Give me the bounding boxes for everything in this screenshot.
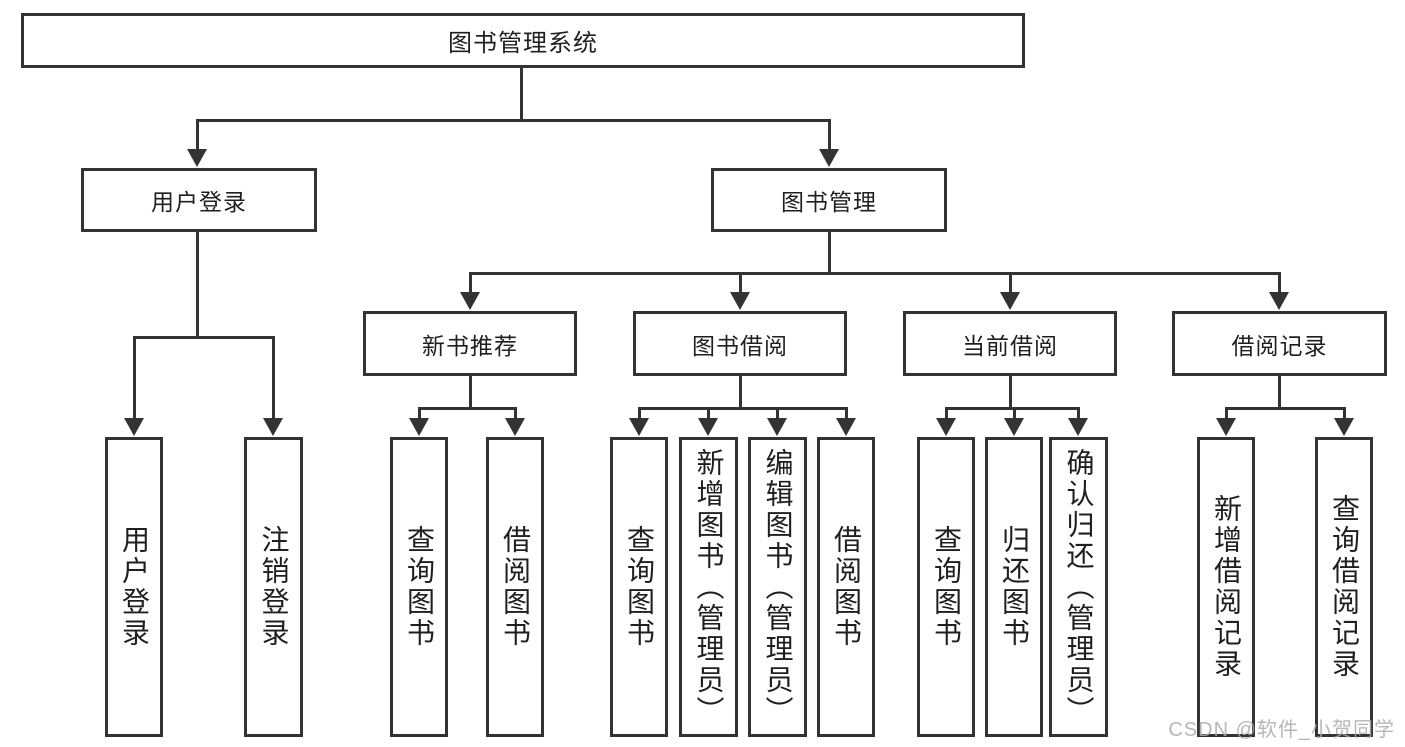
leaf-query-books: 查询图书: [390, 437, 448, 737]
connector-line: [845, 407, 848, 421]
leaf-label: 借阅图书: [831, 525, 862, 649]
arrow-down-icon: [1000, 292, 1020, 310]
leaf-return-books: 归还图书: [985, 437, 1043, 737]
connector-line: [1343, 407, 1346, 421]
leaf-logout: 注销登录: [244, 437, 303, 737]
connector-line: [1009, 272, 1012, 298]
connector-line: [418, 407, 517, 410]
node-borrow-records: 借阅记录: [1172, 311, 1387, 376]
connector-line: [828, 232, 831, 275]
leaf-query-books: 查询图书: [610, 437, 668, 737]
connector-line: [1077, 407, 1080, 421]
leaf-label: 查询图书: [624, 525, 655, 649]
node-label: 图书借阅: [692, 332, 788, 359]
leaf-label: 新增借阅记录: [1211, 494, 1242, 680]
connector-line: [520, 68, 523, 122]
leaf-borrow-books: 借阅图书: [486, 437, 544, 737]
connector-line: [196, 232, 199, 339]
node-label: 图书管理: [781, 189, 877, 215]
leaf-label: 借阅图书: [500, 525, 531, 649]
leaf-add-books-admin: 新增图书（管理员）: [679, 437, 738, 737]
arrow-down-icon: [836, 418, 856, 436]
node-label: 新书推荐: [422, 332, 518, 359]
connector-line: [469, 272, 472, 298]
leaf-label: 查询图书: [931, 525, 962, 649]
node-new-book-recommend: 新书推荐: [363, 311, 577, 376]
node-user-login: 用户登录: [81, 168, 317, 232]
connector-line: [133, 336, 136, 422]
node-current-borrow: 当前借阅: [903, 311, 1117, 376]
leaf-label: 编辑图书（管理员）: [762, 447, 794, 727]
arrow-down-icon: [1334, 418, 1354, 436]
connector-line: [945, 407, 948, 421]
arrow-down-icon: [409, 418, 429, 436]
leaf-label: 查询借阅记录: [1329, 494, 1360, 680]
node-label: 用户登录: [151, 189, 247, 215]
leaf-label: 新增图书（管理员）: [693, 447, 725, 727]
arrow-down-icon: [819, 149, 839, 167]
connector-line: [196, 119, 199, 155]
connector-line: [133, 336, 275, 339]
arrow-down-icon: [263, 418, 283, 436]
connector-line: [707, 407, 710, 421]
leaf-add-borrow-record: 新增借阅记录: [1197, 437, 1255, 737]
node-book-borrow: 图书借阅: [633, 311, 847, 376]
arrow-down-icon: [936, 418, 956, 436]
leaf-label: 用户登录: [119, 525, 150, 649]
arrow-down-icon: [730, 292, 750, 310]
leaf-edit-books-admin: 编辑图书（管理员）: [748, 437, 807, 737]
node-library-management-system: 图书管理系统: [21, 13, 1025, 68]
arrow-down-icon: [1068, 418, 1088, 436]
arrow-down-icon: [124, 418, 144, 436]
leaf-query-borrow-record: 查询借阅记录: [1315, 437, 1373, 737]
connector-line: [739, 272, 742, 298]
arrow-down-icon: [629, 418, 649, 436]
leaf-query-books: 查询图书: [917, 437, 975, 737]
connector-line: [1013, 407, 1016, 421]
arrow-down-icon: [767, 418, 787, 436]
arrow-down-icon: [1269, 292, 1289, 310]
arrow-down-icon: [698, 418, 718, 436]
connector-line: [638, 407, 641, 421]
arrow-down-icon: [187, 149, 207, 167]
node-book-management: 图书管理: [711, 168, 947, 232]
leaf-label: 查询图书: [404, 525, 435, 649]
connector-line: [776, 407, 779, 421]
leaf-label: 归还图书: [999, 525, 1030, 649]
connector-line: [828, 119, 831, 155]
connector-line: [1225, 407, 1228, 421]
connector-line: [1009, 376, 1012, 410]
connector-line: [945, 407, 1079, 410]
node-label: 当前借阅: [962, 332, 1058, 359]
connector-line: [1225, 407, 1345, 410]
arrow-down-icon: [460, 292, 480, 310]
connector-line: [196, 119, 831, 122]
arrow-down-icon: [1004, 418, 1024, 436]
connector-line: [418, 407, 421, 421]
connector-line: [272, 336, 275, 422]
leaf-label: 确认归还（管理员）: [1063, 447, 1095, 727]
arrow-down-icon: [1216, 418, 1236, 436]
leaf-label: 注销登录: [258, 525, 290, 649]
connector-line: [469, 272, 1281, 275]
connector-line: [739, 376, 742, 410]
leaf-borrow-books: 借阅图书: [817, 437, 875, 737]
connector-line: [1278, 376, 1281, 410]
watermark: CSDN @软件_小贺同学: [1168, 719, 1395, 741]
arrow-down-icon: [505, 418, 525, 436]
node-label: 图书管理系统: [448, 30, 598, 57]
leaf-confirm-return-admin: 确认归还（管理员）: [1049, 437, 1108, 737]
leaf-user-login: 用户登录: [105, 437, 163, 737]
connector-line: [1278, 272, 1281, 298]
connector-line: [469, 376, 472, 410]
connector-line: [638, 407, 847, 410]
connector-line: [514, 407, 517, 421]
node-label: 借阅记录: [1231, 332, 1328, 359]
